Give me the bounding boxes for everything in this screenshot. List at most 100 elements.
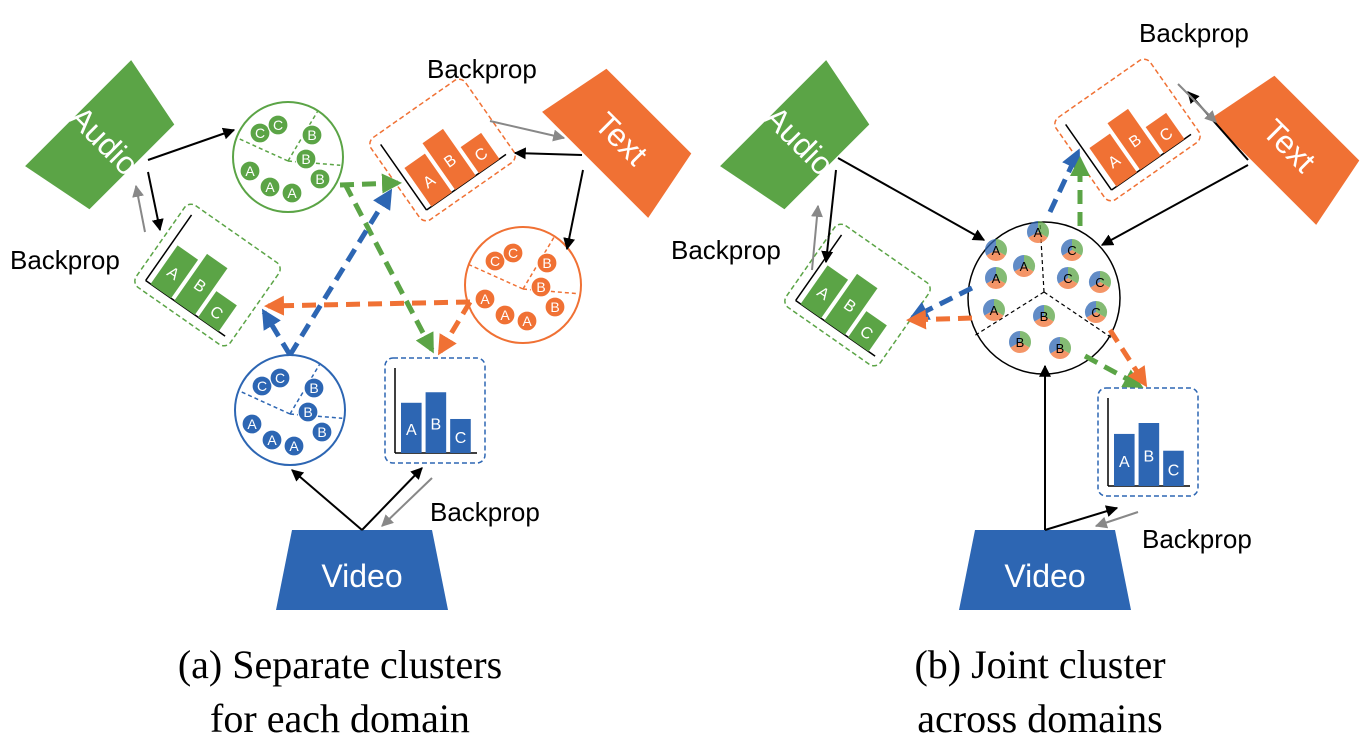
chart-bar-label: C bbox=[1168, 462, 1180, 479]
cluster-point bbox=[281, 182, 303, 204]
text-encoder-block-a: Text bbox=[542, 68, 692, 218]
cluster-point-label: C bbox=[255, 125, 265, 141]
arrow-audio-to-joint bbox=[837, 157, 986, 241]
joint-point-slice bbox=[1085, 301, 1096, 318]
cluster-point-label: C bbox=[257, 378, 267, 394]
chart-group: ABC bbox=[134, 203, 281, 347]
cluster-point-label: A bbox=[247, 416, 257, 432]
dashed-orange-to-audio-chart-b bbox=[906, 309, 973, 330]
cluster-point bbox=[303, 377, 325, 399]
cluster-point-label: C bbox=[273, 117, 283, 133]
cluster-point-label: C bbox=[490, 253, 500, 269]
backprop-arrow-text bbox=[489, 120, 566, 142]
cluster-point-label: A bbox=[265, 179, 275, 195]
joint-point-slice bbox=[984, 310, 1004, 322]
chart-bar bbox=[1138, 423, 1160, 486]
joint-point-label: C bbox=[1095, 275, 1104, 290]
cluster-point bbox=[241, 413, 263, 435]
joint-point-label: A bbox=[990, 303, 999, 318]
video-label-b: Video bbox=[1004, 558, 1085, 594]
cluster-point bbox=[295, 148, 317, 170]
arrow-text-to-chart bbox=[513, 147, 583, 160]
joint-point-label: C bbox=[1063, 271, 1072, 286]
cluster-point-label: B bbox=[550, 299, 559, 315]
joint-point-label: A bbox=[992, 243, 1001, 258]
chart-bar-label: B bbox=[431, 417, 442, 434]
joint-point-label: A bbox=[1020, 259, 1029, 274]
dashed-blue-to-text-chart-b bbox=[1047, 148, 1081, 214]
arrow-text-to-joint bbox=[1100, 164, 1249, 246]
cluster-point-label: C bbox=[508, 245, 518, 261]
cluster-point bbox=[261, 429, 283, 451]
chart-bar-label: B bbox=[1144, 449, 1155, 466]
dashed-arrow-green-to-video-chart bbox=[342, 182, 435, 354]
joint-point-slice bbox=[1090, 282, 1110, 293]
chart-bar-label: C bbox=[455, 430, 467, 447]
joint-point-label: B bbox=[1056, 341, 1065, 356]
backprop-arrow-audio bbox=[132, 184, 146, 233]
caption-a-line2: for each domain bbox=[210, 696, 470, 741]
cluster-point-label: A bbox=[522, 313, 532, 329]
arrow-video-to-chart-b bbox=[1044, 505, 1119, 531]
cluster-point-label: A bbox=[480, 291, 490, 307]
chart-y-axis bbox=[795, 234, 843, 301]
dashed-arrow-orange-to-audio-chart bbox=[264, 295, 471, 316]
arrow-video-to-chart bbox=[361, 467, 423, 531]
dashed-arrow-blue-to-audio-chart bbox=[261, 308, 293, 357]
arrow-audio-to-chart bbox=[147, 171, 164, 232]
cluster-point-label: A bbox=[287, 185, 297, 201]
backprop-label-text-b: Backprop bbox=[1139, 18, 1249, 48]
cluster-point bbox=[494, 304, 516, 326]
chart-bar bbox=[404, 153, 452, 207]
chart-bar bbox=[450, 418, 471, 453]
cluster-point-label: B bbox=[542, 255, 551, 271]
video-encoder-block-a: Video bbox=[276, 530, 448, 610]
chart-bar bbox=[1107, 108, 1161, 170]
chart-bar bbox=[824, 273, 878, 335]
chart-bar bbox=[174, 253, 228, 315]
backprop-label-video: Backprop bbox=[430, 497, 540, 527]
joint-point-slice bbox=[996, 267, 1008, 284]
joint-point-slice bbox=[1060, 337, 1071, 354]
joint-point-slice bbox=[1024, 255, 1035, 272]
cluster-point bbox=[474, 288, 496, 310]
backprop-label-audio-b: Backprop bbox=[671, 235, 781, 265]
cluster-point bbox=[283, 435, 305, 457]
cluster-point-label: A bbox=[267, 432, 277, 448]
cluster-point bbox=[251, 375, 273, 397]
caption-a-line1: (a) Separate clusters bbox=[178, 642, 502, 687]
chart-bar bbox=[800, 265, 849, 319]
chart-bar bbox=[425, 392, 447, 453]
arrow-audio-to-cluster bbox=[147, 127, 236, 161]
dashed-green-to-video-chart-b bbox=[1083, 353, 1144, 389]
joint-point-slice bbox=[1068, 267, 1080, 284]
chart-bar bbox=[848, 311, 887, 352]
cluster-point bbox=[502, 242, 524, 264]
cluster-point bbox=[259, 176, 281, 198]
audio-encoder-block-a: Audio bbox=[25, 60, 175, 210]
joint-point-slice bbox=[1089, 271, 1100, 288]
joint-point-label: C bbox=[1091, 305, 1100, 320]
cluster-point bbox=[536, 252, 558, 274]
joint-point-slice bbox=[1034, 316, 1054, 327]
cluster-point bbox=[301, 124, 323, 146]
cluster-point-label: A bbox=[500, 307, 510, 323]
joint-point-slice bbox=[1028, 232, 1048, 243]
backprop-arrow-video bbox=[381, 477, 433, 527]
joint-point-slice bbox=[982, 299, 994, 316]
cluster-point bbox=[530, 276, 552, 298]
chart-bar bbox=[1145, 112, 1185, 154]
backprop-arrow-video-b bbox=[1094, 511, 1139, 529]
cluster-point bbox=[516, 310, 538, 332]
chart-bar bbox=[422, 128, 476, 190]
joint-point-slice bbox=[1009, 331, 1020, 348]
joint-point-slice bbox=[1057, 267, 1068, 284]
dashed-arrow-blue-to-text-chart bbox=[287, 188, 393, 357]
